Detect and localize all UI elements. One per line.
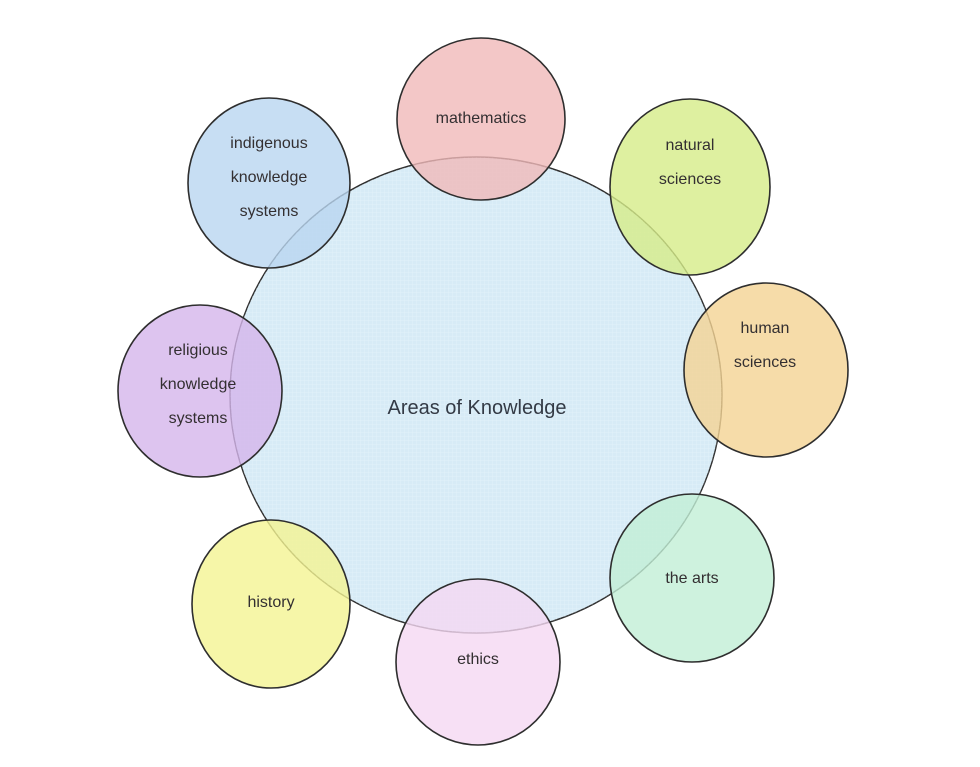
circle-ethics <box>395 578 561 746</box>
label-line: human <box>740 320 790 337</box>
circle-mathematics <box>396 37 566 201</box>
circle-history <box>191 519 351 689</box>
circle-religious-knowledge-systems <box>117 304 283 478</box>
circle-layer <box>117 37 849 746</box>
label-line: sciences <box>658 171 722 188</box>
center-title: Areas of Knowledge <box>387 395 566 421</box>
label-line: natural <box>665 137 715 154</box>
label-line: religious <box>168 342 228 359</box>
label-natural-sciences: natural sciences <box>659 129 721 197</box>
circle-indigenous-knowledge-systems <box>187 97 351 269</box>
label-line: systems <box>239 203 299 220</box>
label-line: systems <box>168 410 228 427</box>
label-line: the arts <box>665 570 719 587</box>
center-circle-texture <box>230 157 722 633</box>
label-line: knowledge <box>230 169 308 186</box>
label-line: sciences <box>733 354 797 371</box>
circle-the-arts <box>609 493 775 663</box>
label-line: indigenous <box>230 135 308 152</box>
circle-natural-sciences <box>609 98 771 276</box>
label-religious-knowledge-systems: religious knowledge systems <box>160 334 237 436</box>
circle-human-sciences <box>683 282 849 458</box>
label-the-arts: the arts <box>665 562 718 596</box>
label-line: mathematics <box>435 110 527 127</box>
label-ethics: ethics <box>457 643 499 677</box>
label-line: ethics <box>457 651 499 668</box>
label-history: history <box>247 586 294 620</box>
label-mathematics: mathematics <box>436 102 527 136</box>
label-line: history <box>247 594 295 611</box>
center-title-text: Areas of Knowledge <box>387 397 567 419</box>
label-human-sciences: human sciences <box>734 312 796 380</box>
label-indigenous-knowledge-systems: indigenous knowledge systems <box>230 127 307 229</box>
label-line: knowledge <box>159 376 237 393</box>
